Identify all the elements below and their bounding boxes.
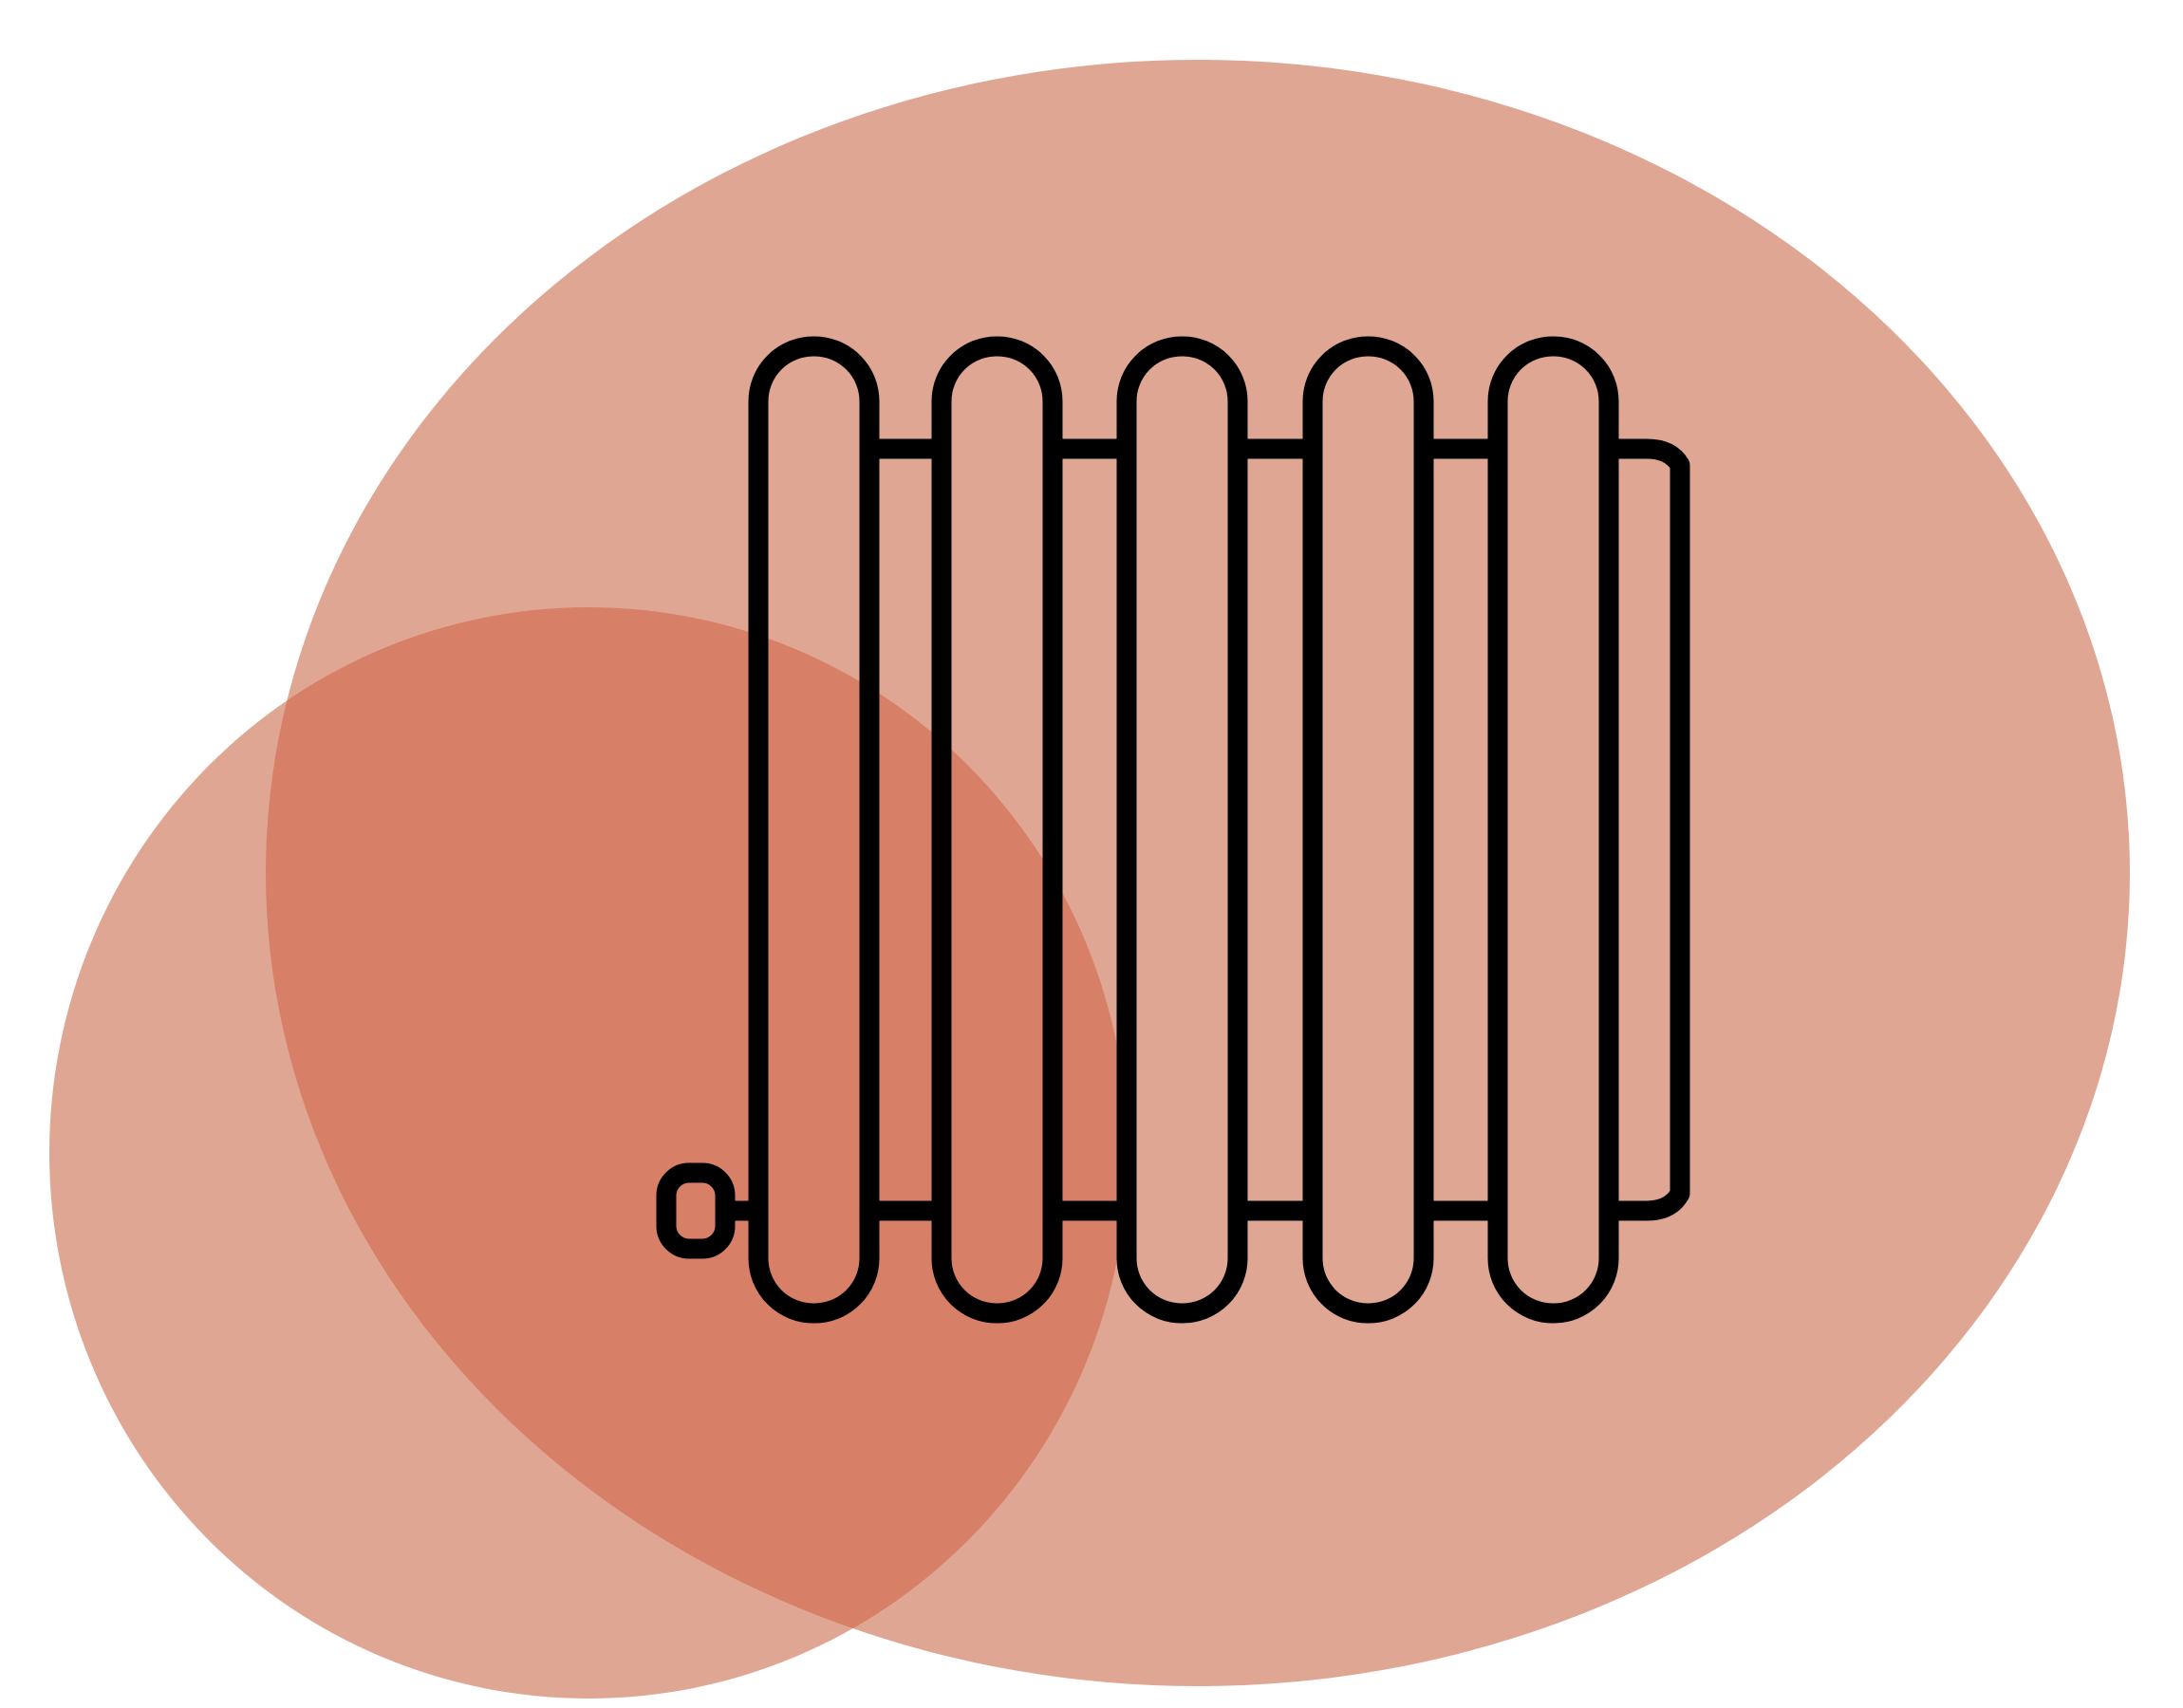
radiator-fin	[1302, 336, 1434, 1324]
valve-icon	[656, 1162, 736, 1259]
radiator-icon	[656, 336, 1690, 1324]
radiator-fin	[931, 336, 1063, 1324]
radiator-fin	[748, 336, 880, 1324]
right-pipe-cap	[1598, 438, 1690, 1221]
radiator-fin	[1116, 336, 1248, 1324]
radiator-fin	[1487, 336, 1619, 1324]
